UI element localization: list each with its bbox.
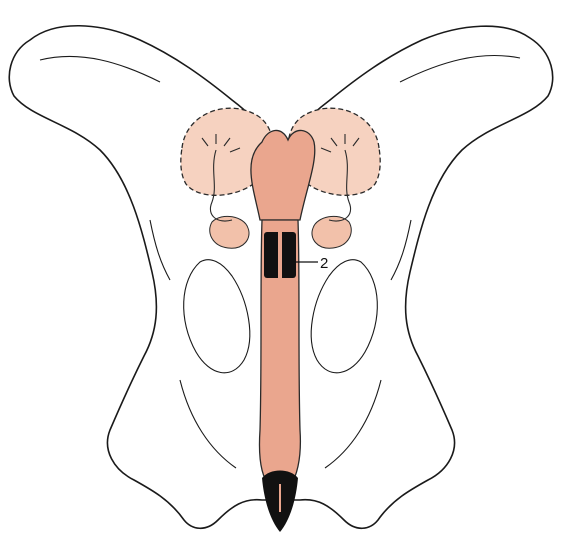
label-2: 2 [320, 255, 328, 272]
cervix-tip [262, 471, 298, 533]
ligature-band [264, 232, 296, 278]
